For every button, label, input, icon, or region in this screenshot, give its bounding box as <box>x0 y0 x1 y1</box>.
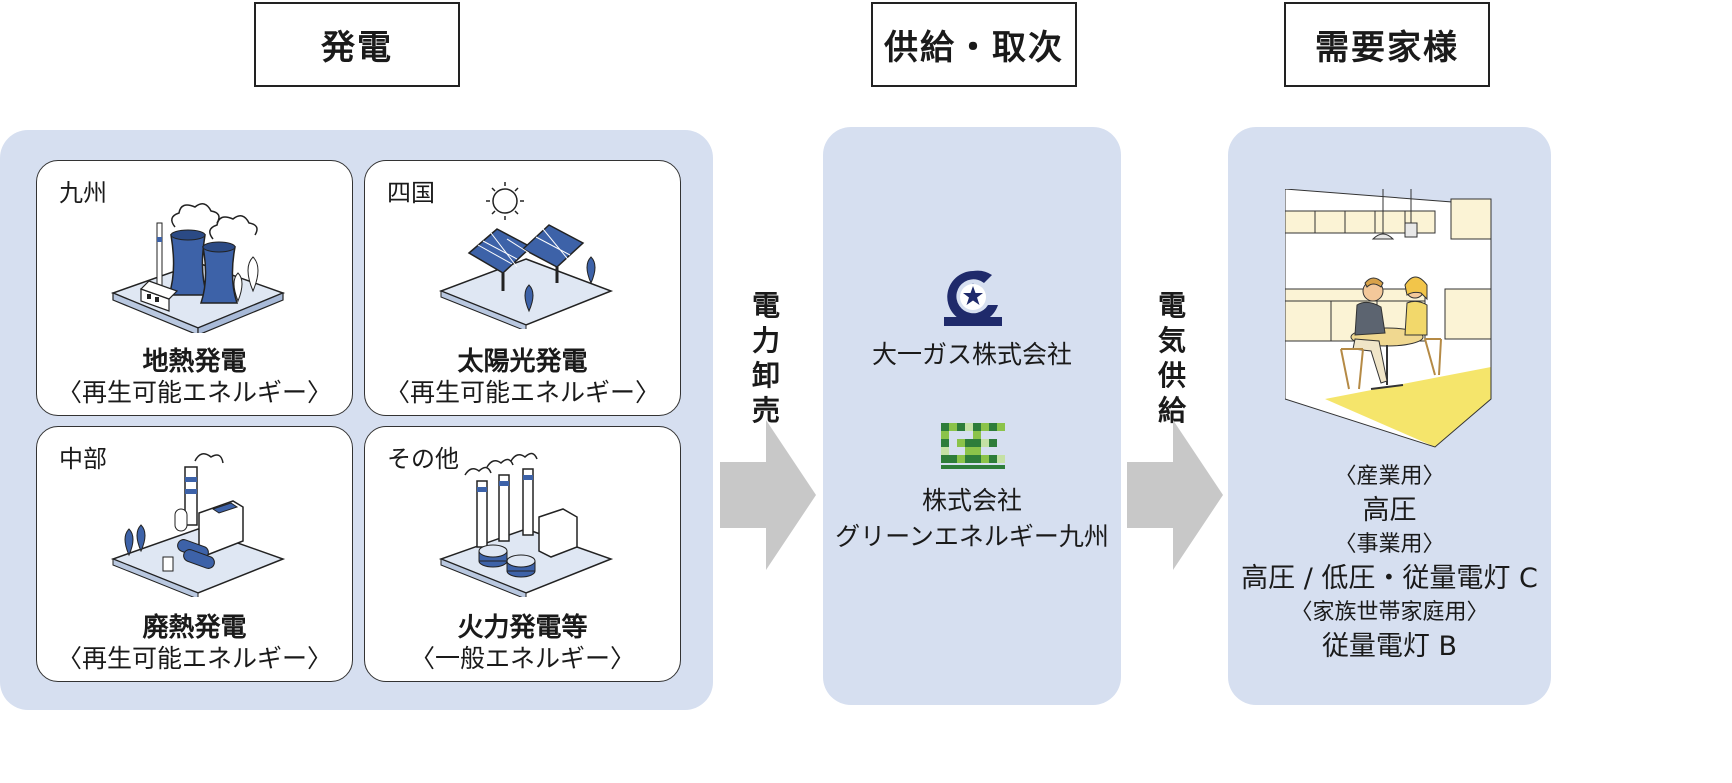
kitchen-couple-illustration <box>1285 189 1492 448</box>
waste-heat-plant-icon <box>110 453 286 597</box>
region-label: 中部 <box>59 445 107 473</box>
header-generation: 発電 <box>254 2 460 87</box>
header-supply: 供給・取次 <box>871 2 1077 87</box>
flow-label-wholesale: 電力卸売 <box>751 289 780 427</box>
industrial-value: 高圧 <box>1362 495 1417 526</box>
thermal-plant-icon <box>438 452 614 597</box>
company-ge-line2: グリーンエネルギー九州 <box>835 522 1109 551</box>
card-solar: 四国 太陽光発電 〈再生可能エネルギー〉 <box>364 160 681 416</box>
customer-panel: 〈産業用〉 高圧 〈事業用〉 高圧 / 低圧・従量電灯 C 〈家族世帯家庭用〉 … <box>1228 127 1551 705</box>
daiichi-gas-logo <box>944 270 1002 326</box>
header-customer: 需要家様 <box>1284 2 1490 87</box>
region-label: 四国 <box>387 179 435 207</box>
flow-label-supply: 電気供給 <box>1157 289 1186 427</box>
business-label: 〈事業用〉 <box>1334 532 1445 557</box>
geothermal-plant-icon <box>110 203 286 333</box>
company-ge-line1: 株式会社 <box>921 486 1022 515</box>
card-title: 地熱発電 <box>142 347 247 377</box>
company-name-daiichi: 大一ガス株式会社 <box>871 340 1072 369</box>
industrial-label: 〈産業用〉 <box>1334 464 1445 489</box>
customer-list: 〈産業用〉 高圧 〈事業用〉 高圧 / 低圧・従量電灯 C 〈家族世帯家庭用〉 … <box>1228 461 1551 665</box>
household-value: 従量電灯 B <box>1321 631 1458 662</box>
card-waste-heat: 中部 廃熱発電 〈再生可能エネルギー〉 <box>36 426 353 682</box>
company-name-ge: 株式会社 グリーンエネルギー九州 <box>823 483 1121 555</box>
card-geothermal: 九州 地熱発電 〈再生可能エネルギー〉 <box>36 160 353 416</box>
card-subtitle: 〈再生可能エネルギー〉 <box>56 378 332 407</box>
household-label: 〈家族世帯家庭用〉 <box>1290 600 1489 625</box>
supply-panel: 大一ガス株式会社 株式会社 グリーンエネルギー九州 <box>823 127 1121 705</box>
card-title: 廃熱発電 <box>142 613 247 643</box>
card-subtitle: 〈一般エネルギー〉 <box>409 644 635 673</box>
arrow-right-icon <box>1127 420 1223 570</box>
card-subtitle: 〈再生可能エネルギー〉 <box>384 378 660 407</box>
region-label: 九州 <box>59 179 107 207</box>
region-label: その他 <box>387 445 459 473</box>
card-thermal: その他 火力発電等 〈一般エネルギー〉 <box>364 426 681 682</box>
arrow-right-icon <box>720 420 816 570</box>
card-title: 太陽光発電 <box>457 347 588 377</box>
solar-panel-icon <box>438 182 614 329</box>
business-value: 高圧 / 低圧・従量電灯 C <box>1241 563 1538 594</box>
card-subtitle: 〈再生可能エネルギー〉 <box>56 644 332 673</box>
ge-mosaic-logo <box>941 423 1005 469</box>
card-title: 火力発電等 <box>457 613 588 643</box>
generation-panel: 九州 地熱発電 〈再生可能エネルギー〉 四国 <box>0 130 713 710</box>
